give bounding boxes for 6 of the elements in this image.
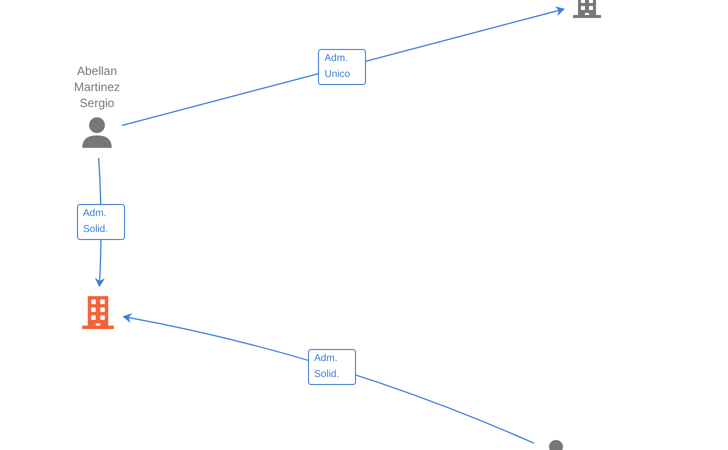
edge-label: Adm. Solid. xyxy=(308,349,356,386)
arrow xyxy=(122,313,534,444)
person-name: Abellan Martinez Sergio xyxy=(72,63,121,111)
edge-label: Adm. Solid. xyxy=(76,204,125,240)
arrow xyxy=(122,6,565,126)
edge-label: Adm. Unico xyxy=(318,49,366,86)
